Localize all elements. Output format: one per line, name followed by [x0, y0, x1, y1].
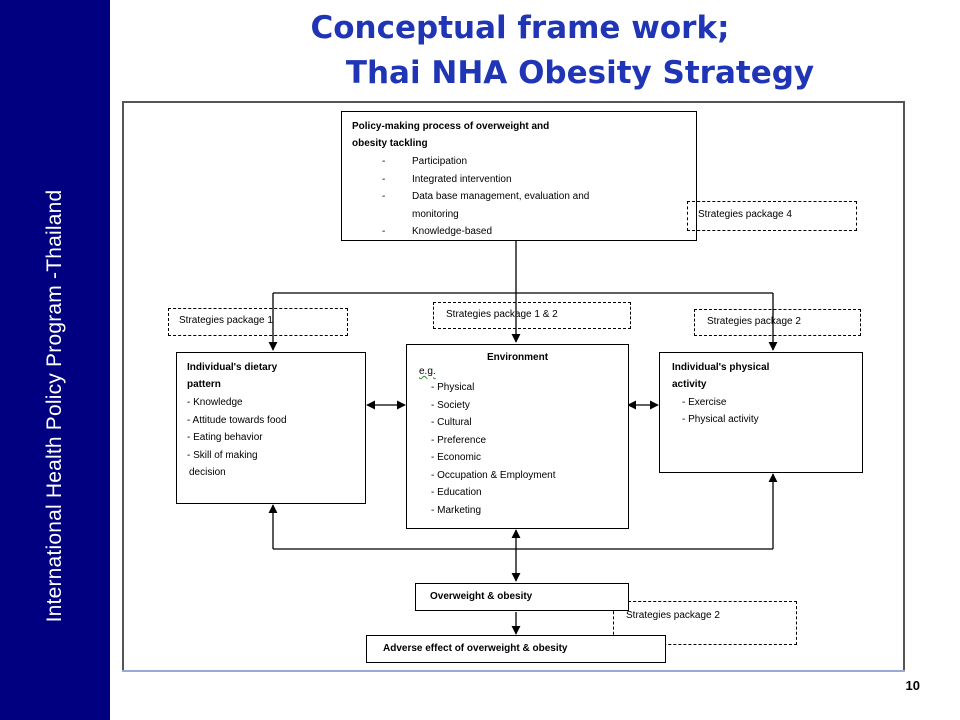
policy-title-line1: Policy-making process of overweight and: [352, 121, 550, 132]
policy-item: monitoring: [412, 208, 459, 220]
physical-item: - Physical activity: [682, 414, 759, 425]
environment-item: - Occupation & Employment: [431, 469, 556, 481]
environment-item: - Cultural: [431, 417, 472, 428]
strategies-package-1-and-2: Strategies package 1 & 2: [433, 302, 631, 329]
page-number: 10: [905, 678, 920, 693]
policy-item: Knowledge-based: [412, 226, 493, 237]
strategies-package-1: Strategies package 1: [168, 308, 348, 336]
dietary-item: - Eating behavior: [187, 432, 263, 443]
policy-item: Participation: [412, 156, 468, 167]
dietary-item: decision: [189, 467, 226, 478]
policy-bullet: [352, 206, 412, 224]
environment-item: - Society: [431, 399, 470, 411]
policy-box: Policy-making process of overweight and …: [341, 111, 697, 241]
physical-item: - Exercise: [682, 397, 727, 408]
policy-bullet: -: [382, 173, 386, 185]
environment-item: - Marketing: [431, 504, 482, 516]
environment-item: - Preference: [431, 434, 487, 446]
slide-title-line1: Conceptual frame work;: [310, 10, 730, 46]
policy-item: Integrated intervention: [412, 173, 512, 185]
physical-activity-box: Individual's physical activity - Exercis…: [659, 352, 863, 473]
policy-bullet: -: [382, 191, 386, 202]
policy-bullet: -: [382, 156, 386, 167]
environment-title: Environment: [486, 352, 549, 363]
dietary-title-line2: pattern: [187, 379, 221, 390]
policy-title-line2: obesity tackling: [352, 138, 428, 149]
environment-box: Environment e.g. - Physical - Society - …: [406, 344, 629, 529]
physical-title-line2: activity: [672, 379, 707, 390]
dietary-item: - Attitude towards food: [187, 414, 287, 426]
environment-item: - Economic: [431, 452, 482, 463]
slide-title-line2: Thai NHA Obesity Strategy: [345, 55, 815, 91]
adverse-effect-box: Adverse effect of overweight & obesity: [366, 635, 666, 663]
policy-bullet: -: [382, 226, 386, 237]
sidebar: International Health Policy Program -Tha…: [0, 0, 110, 720]
environment-eg: e.g.: [419, 366, 436, 377]
environment-item: - Physical: [431, 382, 475, 393]
dietary-pattern-box: Individual's dietary pattern - Knowledge…: [176, 352, 366, 504]
dietary-item: - Skill of making: [187, 449, 258, 461]
strategies-package-4: Strategies package 4: [687, 201, 857, 231]
strategies-package-2-bottom: Strategies package 2: [613, 601, 797, 645]
frame-baseline: [122, 670, 905, 672]
dietary-title-line1: Individual's dietary: [187, 362, 278, 373]
policy-item: Data base management, evaluation and: [412, 191, 590, 202]
overweight-obesity-box: Overweight & obesity: [415, 583, 629, 611]
dietary-item: - Knowledge: [187, 397, 243, 408]
environment-item: - Education: [431, 487, 482, 498]
strategies-package-2-right: Strategies package 2: [694, 309, 861, 336]
physical-title-line1: Individual's physical: [672, 362, 770, 373]
